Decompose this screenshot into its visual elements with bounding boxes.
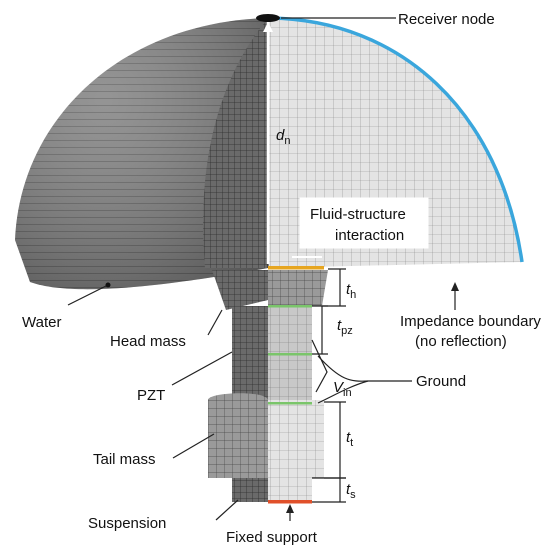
water-domain	[15, 18, 522, 290]
suspension-label: Suspension	[88, 515, 166, 532]
fixed-support-label: Fixed support	[226, 529, 318, 546]
fsi-interface-line	[268, 266, 324, 270]
impedance-label-line2: (no reflection)	[415, 333, 507, 350]
receiver-node-marker	[256, 14, 280, 22]
ground-label: Ground	[416, 373, 466, 390]
impedance-label-line1: Impedance boundary	[400, 313, 541, 330]
receiver-node-label: Receiver node	[398, 11, 495, 28]
tpz-label: tpz	[337, 317, 353, 337]
pzt-label: PZT	[137, 387, 165, 404]
th-label: th	[346, 281, 356, 301]
suspension-leader	[215, 499, 239, 521]
fsi-label-line1: Fluid-structure	[310, 206, 406, 223]
head-mass-leader	[207, 309, 223, 336]
water-leader	[67, 284, 109, 306]
tt-label: tt	[346, 429, 353, 449]
water-label: Water	[22, 314, 61, 331]
ground-leader-2	[317, 380, 369, 404]
ground-electrode-1	[268, 305, 312, 308]
fixed-support-line	[268, 500, 312, 504]
pzt-leader	[171, 351, 233, 386]
ground-leader	[317, 355, 412, 382]
ground-electrode-3	[268, 402, 312, 405]
ground-electrode-2	[268, 353, 312, 356]
vin-label: Vin	[333, 379, 352, 399]
transducer-stack	[208, 270, 328, 502]
tail-mass-leader	[172, 433, 215, 459]
tail-mass-label: Tail mass	[93, 451, 156, 468]
vin-leader	[311, 339, 328, 393]
head-mass-label: Head mass	[110, 333, 186, 350]
fsi-label-line2: interaction	[335, 227, 404, 244]
impedance-boundary-arc	[269, 16, 524, 263]
dn-label: dn	[276, 127, 290, 147]
ts-label: ts	[346, 481, 356, 501]
